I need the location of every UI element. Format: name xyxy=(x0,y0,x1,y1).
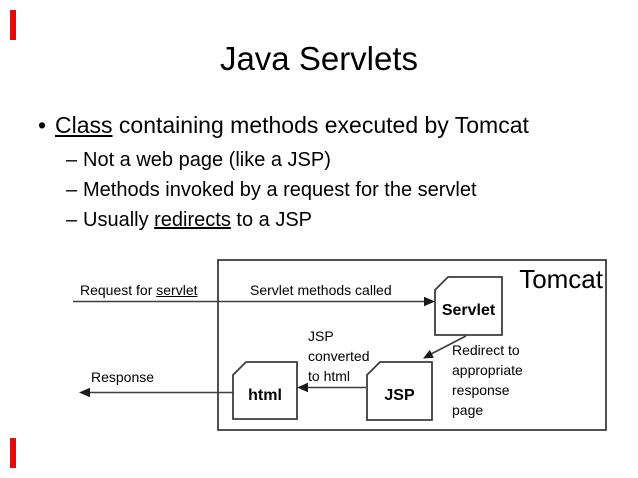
tomcat-label: Tomcat xyxy=(519,264,603,294)
sub-bullet-methods-invoked: Methods invoked by a request for the ser… xyxy=(83,179,477,201)
redirect-arrow-line xyxy=(430,335,467,355)
servlet-box-label: Servlet xyxy=(441,302,496,319)
html-box-label: html xyxy=(248,387,282,404)
response-label: Response xyxy=(91,369,155,385)
redirect-arrowhead xyxy=(423,349,434,359)
request-label-pre: Request for xyxy=(80,282,157,298)
sub-bullet-usually-redirects: Usually redirects to a JSP xyxy=(83,210,312,230)
sub-bullet-redirects-pre: Usually xyxy=(83,209,155,231)
dash-marker: – xyxy=(66,209,78,231)
sub-bullet-not-web-page: Not a web page (like a JSP) xyxy=(83,149,331,171)
bullet-item-class-underlined: Class xyxy=(55,112,113,138)
request-for-servlet-label: Request for servlet xyxy=(80,283,198,297)
jsp-box-label: JSP xyxy=(384,387,415,404)
red-accent-bottom xyxy=(10,438,16,468)
jsp-doc-icon xyxy=(366,361,433,421)
servlet-methods-called-label: Servlet methods called xyxy=(250,282,392,298)
sub-bullet-redirects-underlined: redirects xyxy=(154,209,231,231)
bullet-item-class: Class containing methods executed by Tom… xyxy=(55,114,529,137)
dash-marker: – xyxy=(66,179,78,201)
bullet-item-class-rest: containing methods executed by Tomcat xyxy=(112,112,529,138)
response-arrowhead xyxy=(79,387,90,398)
dash-marker: – xyxy=(66,149,78,171)
html-doc-icon xyxy=(232,361,298,420)
jsp-to-html-arrowhead xyxy=(297,382,308,393)
slide-title: Java Servlets xyxy=(219,40,419,77)
servlet-doc-icon xyxy=(434,276,503,336)
tomcat-container-box xyxy=(217,259,607,431)
request-arrowhead xyxy=(424,296,435,307)
sub-bullet-redirects-post: to a JSP xyxy=(230,209,312,231)
bullet-marker: • xyxy=(38,112,47,138)
jsp-converted-label: JSP converted to html xyxy=(308,328,370,384)
red-accent-top xyxy=(10,10,16,40)
redirect-label: Redirect to appropriate response page xyxy=(452,342,523,418)
request-label-underlined: servlet xyxy=(156,282,198,298)
